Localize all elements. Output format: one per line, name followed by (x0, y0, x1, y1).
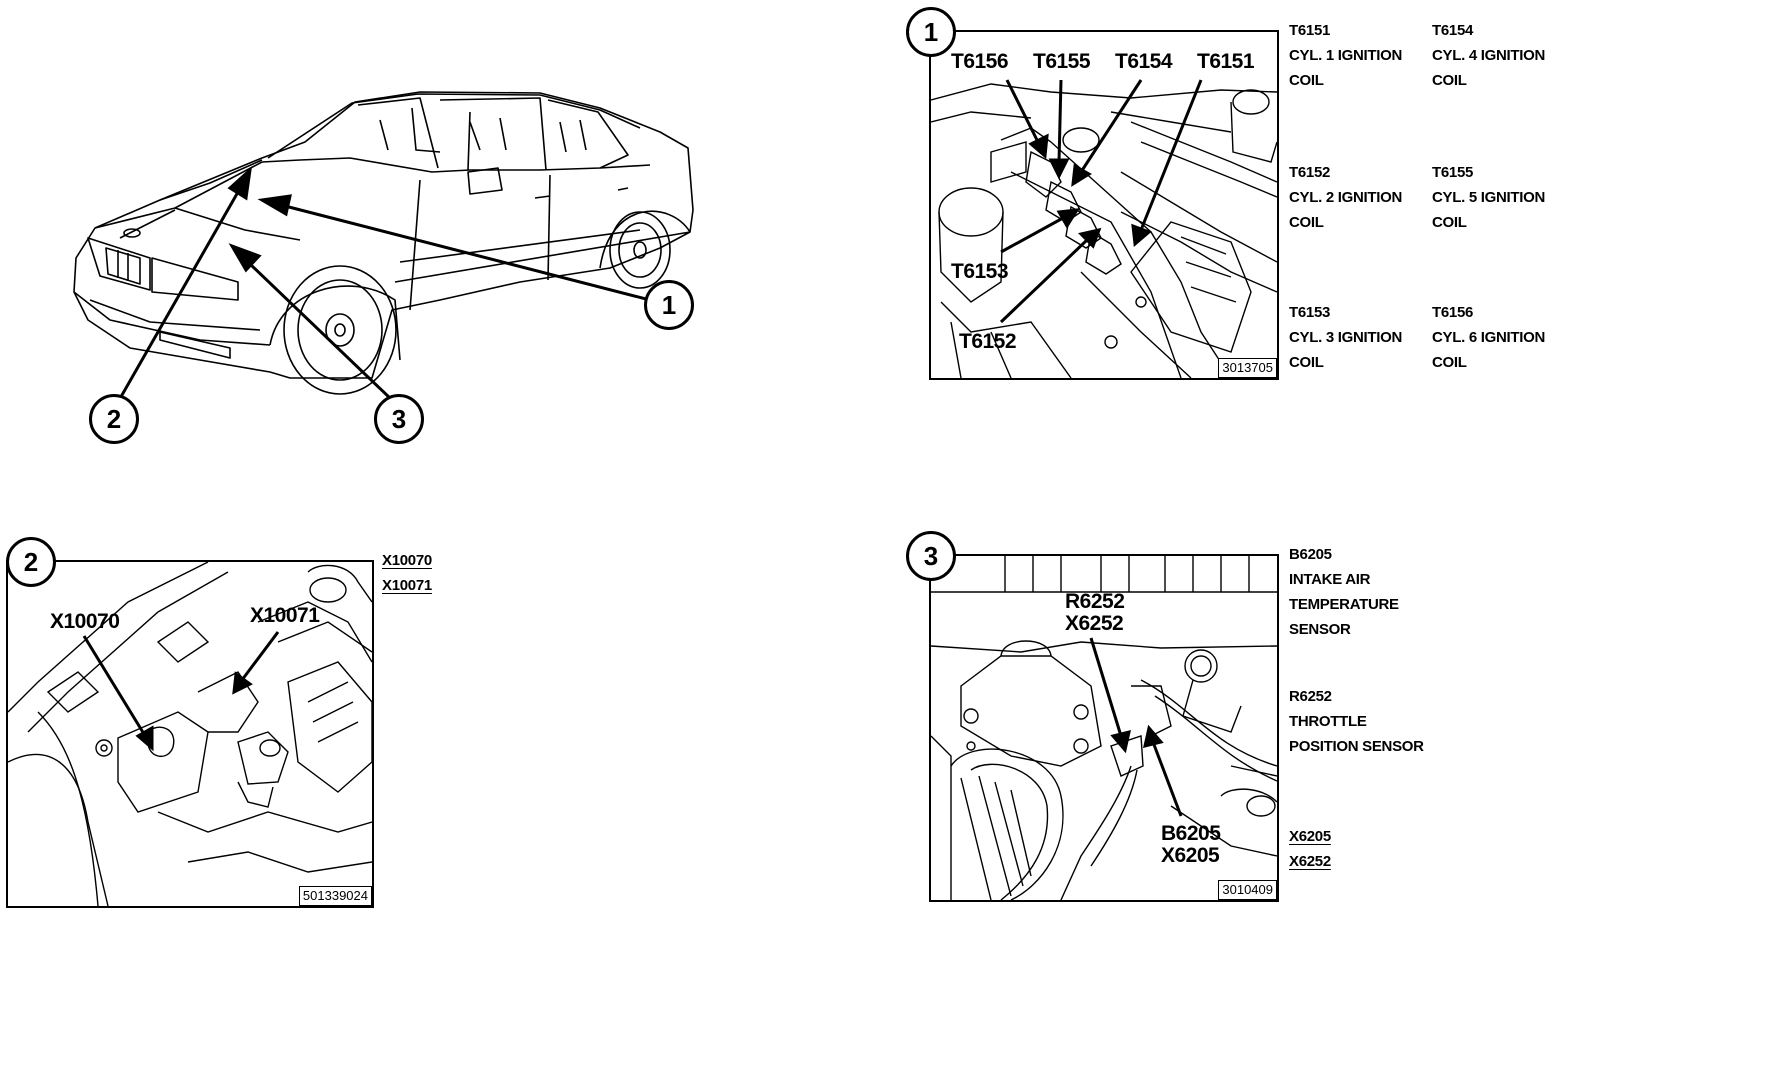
legend-code: T6154 (1432, 22, 1474, 39)
label-t6155: T6155 (1033, 50, 1091, 73)
legend-desc: COIL (1289, 354, 1324, 371)
legend-desc: COIL (1289, 214, 1324, 231)
engine-bay-drawing-3 (931, 556, 1277, 900)
legend-connectors-3: X6205 X6252 (1289, 824, 1331, 874)
callout-2-panel: 2 (6, 537, 56, 587)
legend-desc: POSITION SENSOR (1289, 738, 1424, 755)
legend-code: X10071 (382, 577, 432, 594)
legend-code: T6155 (1432, 164, 1474, 181)
legend-desc: COIL (1432, 354, 1467, 371)
legend-t6153: T6153 CYL. 3 IGNITION COIL (1289, 300, 1402, 375)
legend-t6155: T6155 CYL. 5 IGNITION COIL (1432, 160, 1545, 235)
label-t6152: T6152 (959, 330, 1017, 353)
legend-code: T6156 (1432, 304, 1474, 321)
engine-bay-drawing-1 (931, 79, 1277, 378)
label-b6205: B6205 (1161, 822, 1221, 845)
legend-desc: CYL. 5 IGNITION (1432, 189, 1546, 206)
legend-desc: CYL. 6 IGNITION (1432, 329, 1546, 346)
figure-number: 501339024 (298, 886, 372, 906)
label-x6252-top: X6252 (1065, 612, 1124, 635)
legend-code: T6152 (1289, 164, 1331, 181)
callout-3-panel: 3 (906, 531, 956, 581)
legend-desc: COIL (1432, 72, 1467, 89)
label-t6156: T6156 (951, 50, 1009, 73)
connectors-panel: X10070 X10071 501339024 (6, 560, 374, 908)
throttle-sensors-panel: R6252 X6252 B6205 X6205 3010409 (929, 554, 1279, 902)
label-t6153: T6153 (951, 260, 1009, 283)
label-r6252: R6252 (1065, 590, 1125, 613)
label-x10070: X10070 (50, 610, 120, 633)
legend-desc: CYL. 2 IGNITION (1289, 189, 1403, 206)
legend-t6156: T6156 CYL. 6 IGNITION COIL (1432, 300, 1545, 375)
label-x6205-bottom: X6205 (1161, 844, 1220, 867)
legend-panel-2: X10070 X10071 (382, 548, 432, 598)
legend-desc: CYL. 4 IGNITION (1432, 47, 1546, 64)
legend-code: T6153 (1289, 304, 1331, 321)
ignition-coils-panel: T6156 T6155 T6154 T6151 T6153 T6152 3013… (929, 30, 1279, 380)
callout-3-car: 3 (374, 394, 424, 444)
figure-number: 3013705 (1218, 358, 1277, 378)
legend-t6152: T6152 CYL. 2 IGNITION COIL (1289, 160, 1402, 235)
label-t6154: T6154 (1115, 50, 1173, 73)
callout-1-car: 1 (644, 280, 694, 330)
legend-b6205: B6205 INTAKE AIR TEMPERATURE SENSOR (1289, 542, 1399, 642)
legend-t6154: T6154 CYL. 4 IGNITION COIL (1432, 18, 1545, 93)
legend-code: T6151 (1289, 22, 1331, 39)
legend-code: B6205 (1289, 546, 1332, 563)
legend-desc: SENSOR (1289, 621, 1351, 638)
legend-desc: INTAKE AIR (1289, 571, 1371, 588)
engine-bay-drawing-2 (8, 562, 372, 906)
legend-code: X10070 (382, 552, 432, 569)
legend-desc: TEMPERATURE (1289, 596, 1399, 613)
legend-t6151: T6151 CYL. 1 IGNITION COIL (1289, 18, 1402, 93)
label-x10071: X10071 (250, 604, 320, 627)
callout-2-car: 2 (89, 394, 139, 444)
car-illustration (73, 91, 694, 403)
legend-desc: COIL (1289, 72, 1324, 89)
callout-1-panel: 1 (906, 7, 956, 57)
legend-desc: COIL (1432, 214, 1467, 231)
legend-desc: CYL. 1 IGNITION (1289, 47, 1403, 64)
legend-code: R6252 (1289, 688, 1332, 705)
legend-desc: THROTTLE (1289, 713, 1367, 730)
legend-desc: CYL. 3 IGNITION (1289, 329, 1403, 346)
label-t6151: T6151 (1197, 50, 1255, 73)
legend-r6252: R6252 THROTTLE POSITION SENSOR (1289, 684, 1424, 759)
legend-code: X6252 (1289, 853, 1331, 870)
legend-code: X6205 (1289, 828, 1331, 845)
figure-number: 3010409 (1218, 880, 1277, 900)
